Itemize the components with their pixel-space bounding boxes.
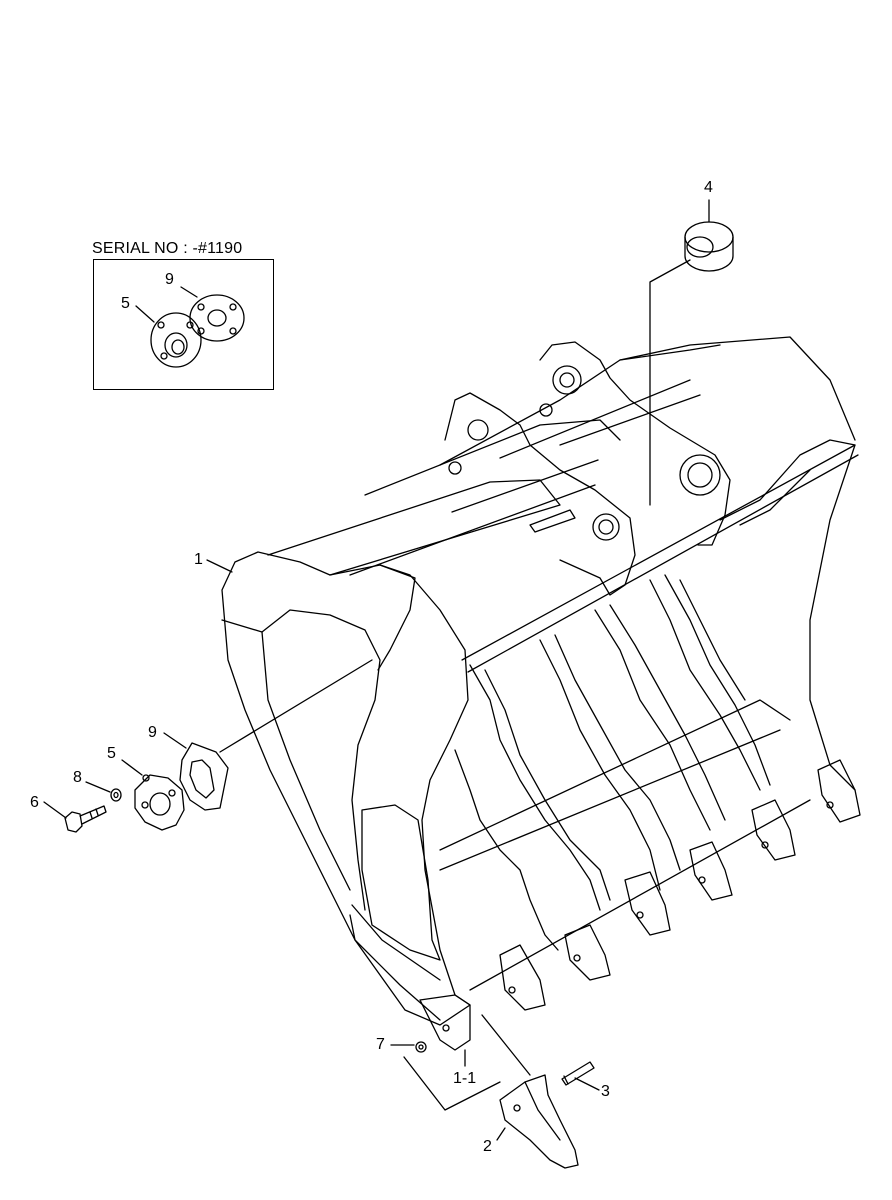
assembly-bracket-line-2	[481, 1014, 531, 1076]
callout-1: 1	[194, 551, 203, 568]
serial-number-label: SERIAL NO : -#1190	[92, 240, 243, 257]
pin-part-3	[561, 1061, 595, 1086]
lock-ring-part-7	[415, 1041, 427, 1053]
leader-inset-9	[180, 286, 198, 298]
serial-inset-box	[93, 259, 274, 390]
callout-inset-5: 5	[121, 295, 130, 312]
leader-part-1	[206, 559, 233, 573]
leader-part-8	[85, 781, 111, 793]
bolt-part-6	[64, 805, 107, 833]
leader-part-6	[43, 801, 67, 819]
callout-inset-9: 9	[165, 271, 174, 288]
washer-part-8	[110, 788, 122, 802]
shim-plate-part-9	[179, 742, 229, 811]
callout-2: 2	[483, 1138, 492, 1155]
callout-7: 7	[376, 1036, 385, 1053]
flange-plate-part-5	[134, 774, 185, 831]
callout-3: 3	[601, 1083, 610, 1100]
callout-5: 5	[107, 745, 116, 762]
callout-1-1: 1-1	[453, 1070, 477, 1087]
assembly-bracket-line	[403, 1056, 501, 1111]
leader-part-5	[121, 759, 143, 776]
callout-6: 6	[30, 794, 39, 811]
callout-9: 9	[148, 724, 157, 741]
leader-part-3	[574, 1077, 600, 1091]
callout-8: 8	[73, 769, 82, 786]
leader-part-4	[649, 259, 691, 506]
leader-part-9	[163, 732, 187, 749]
inset-flange-plate-part-5	[150, 312, 202, 368]
tooth-point-part-2	[499, 1074, 579, 1169]
callout-4: 4	[704, 179, 713, 196]
bushing-part-4	[684, 199, 734, 272]
leader-part-2	[496, 1127, 506, 1141]
leader-inset-5	[135, 305, 155, 323]
rake-bucket-part-1	[221, 336, 861, 1051]
leader-part-9-to-bucket	[219, 659, 373, 753]
